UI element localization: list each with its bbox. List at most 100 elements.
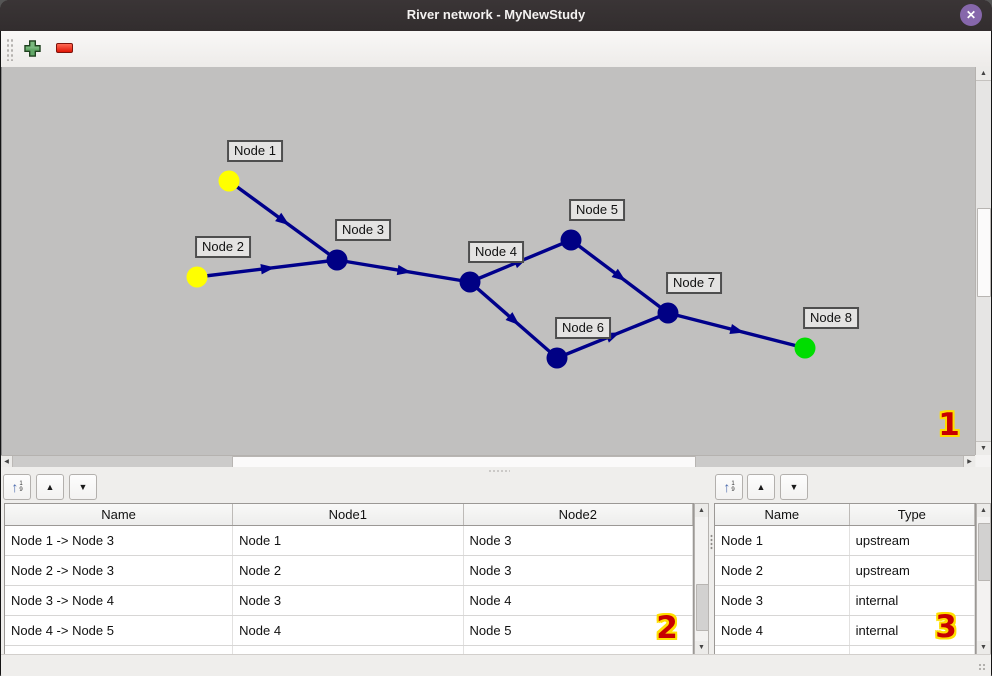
node-node-2[interactable] xyxy=(186,266,208,288)
node-node-8[interactable] xyxy=(794,337,816,359)
close-icon: ✕ xyxy=(965,8,977,22)
cell[interactable]: Node 1 -> Node 3 xyxy=(5,525,234,556)
minus-icon xyxy=(55,43,73,53)
down-triangle-icon: ▼ xyxy=(78,481,88,492)
cell[interactable]: Node 1 xyxy=(232,525,464,556)
cell[interactable] xyxy=(463,645,693,654)
reaches-table-scrollbar[interactable]: ▲ ▼ xyxy=(694,503,709,655)
nodes-table-scrollbar[interactable]: ▲ ▼ xyxy=(976,503,991,655)
reaches-move-down-button[interactable]: ▼ xyxy=(69,474,97,500)
cell[interactable]: Node 3 xyxy=(463,525,693,556)
cell[interactable]: Node 3 -> Node 4 xyxy=(5,585,234,616)
cell[interactable]: Node 2 -> Node 3 xyxy=(5,555,234,586)
toolbar-drag-handle[interactable] xyxy=(6,38,13,61)
node-label: Node 5 xyxy=(569,199,625,221)
splitter-handle-icon xyxy=(488,470,510,472)
cell[interactable]: upstream xyxy=(849,525,975,556)
up-triangle-icon: ▲ xyxy=(45,481,55,492)
cell[interactable]: Node 1 xyxy=(715,525,850,556)
scroll-down-icon[interactable]: ▼ xyxy=(976,441,991,455)
cell[interactable] xyxy=(5,645,234,654)
node-label: Node 7 xyxy=(666,272,722,294)
remove-node-button[interactable] xyxy=(51,35,77,61)
canvas-vertical-scrollbar[interactable]: ▲ ▼ xyxy=(975,67,991,455)
node-node-4[interactable] xyxy=(459,271,481,293)
nodes-move-down-button[interactable]: ▼ xyxy=(780,474,808,500)
node-label: Node 3 xyxy=(335,219,391,241)
canvas-horizontal-scrollbar[interactable]: ◀ ▶ xyxy=(1,455,975,468)
column-header-node2[interactable]: Node2 xyxy=(463,504,693,526)
node-node-7[interactable] xyxy=(657,302,679,324)
resize-grip[interactable] xyxy=(978,663,987,672)
scroll-up-icon[interactable]: ▲ xyxy=(977,504,990,517)
window-title: River network - MyNewStudy xyxy=(406,7,586,22)
cell[interactable]: internal xyxy=(849,615,975,646)
cell[interactable]: internal xyxy=(849,585,975,616)
canvas-vscroll-thumb[interactable] xyxy=(977,208,991,297)
cell[interactable] xyxy=(715,645,850,654)
cell[interactable]: Node 4 xyxy=(463,585,693,616)
up-triangle-icon: ▲ xyxy=(756,481,766,492)
node-node-1[interactable] xyxy=(218,170,240,192)
network-graph xyxy=(186,170,816,369)
node-node-5[interactable] xyxy=(560,229,582,251)
edge-arrow-icon xyxy=(260,264,275,275)
scroll-down-icon[interactable]: ▼ xyxy=(977,641,990,654)
scroll-right-icon[interactable]: ▶ xyxy=(963,456,975,468)
cell[interactable]: Node 2 xyxy=(232,555,464,586)
scroll-thumb[interactable] xyxy=(696,584,709,631)
column-header-type[interactable]: Type xyxy=(849,504,975,526)
scroll-up-icon[interactable]: ▲ xyxy=(976,67,991,81)
nodes-move-up-button[interactable]: ▲ xyxy=(747,474,775,500)
cell[interactable]: Node 4 xyxy=(232,615,464,646)
node-label: Node 8 xyxy=(803,307,859,329)
close-button[interactable]: ✕ xyxy=(960,4,982,26)
edge-arrow-icon xyxy=(729,323,745,335)
table-splitter-handle[interactable] xyxy=(710,534,713,550)
cell[interactable]: Node 3 xyxy=(232,585,464,616)
cell[interactable]: Node 3 xyxy=(463,555,693,586)
cell[interactable]: Node 3 xyxy=(715,585,850,616)
cell[interactable]: Node 4 xyxy=(715,615,850,646)
node-node-3[interactable] xyxy=(326,249,348,271)
column-header-name[interactable]: Name xyxy=(715,504,850,526)
edge-arrow-icon xyxy=(611,268,626,282)
node-node-6[interactable] xyxy=(546,347,568,369)
column-header-name[interactable]: Name xyxy=(5,504,234,526)
cell[interactable] xyxy=(849,645,975,654)
cell[interactable]: Node 4 -> Node 5 xyxy=(5,615,234,646)
add-node-button[interactable] xyxy=(19,35,45,61)
cell[interactable]: upstream xyxy=(849,555,975,586)
scrollbar-corner xyxy=(976,455,991,467)
scroll-down-icon[interactable]: ▼ xyxy=(695,641,708,654)
column-header-node1[interactable]: Node1 xyxy=(232,504,464,526)
titlebar[interactable]: River network - MyNewStudy ✕ xyxy=(0,0,992,31)
cell[interactable] xyxy=(232,645,464,654)
node-label: Node 1 xyxy=(227,140,283,162)
reaches-move-up-button[interactable]: ▲ xyxy=(36,474,64,500)
cell[interactable]: Node 2 xyxy=(715,555,850,586)
status-bar xyxy=(1,654,991,676)
empty-row xyxy=(5,645,693,654)
scroll-left-icon[interactable]: ◀ xyxy=(1,456,13,468)
cell[interactable]: Node 5 xyxy=(463,615,693,646)
panel-splitter[interactable] xyxy=(1,467,991,474)
scroll-up-icon[interactable]: ▲ xyxy=(695,504,708,517)
down-triangle-icon: ▼ xyxy=(789,481,799,492)
scroll-thumb[interactable] xyxy=(978,523,991,581)
